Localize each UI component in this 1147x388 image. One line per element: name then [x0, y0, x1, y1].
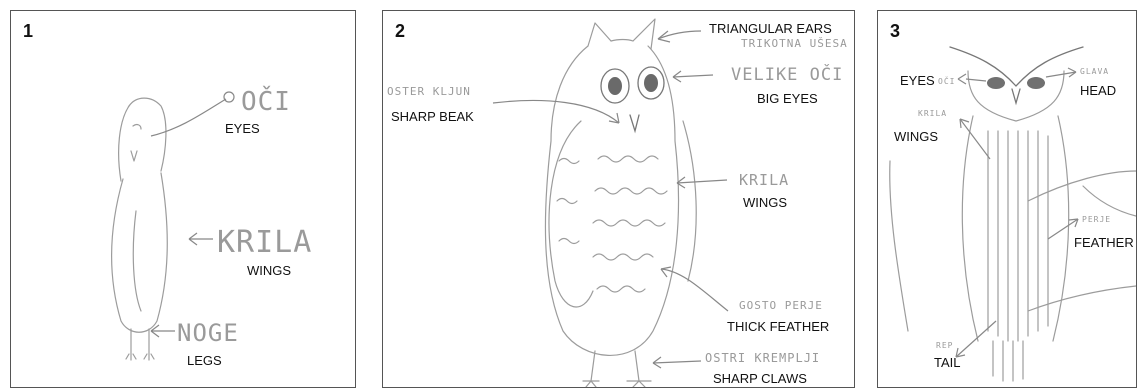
head-label: HEAD	[1080, 83, 1116, 98]
handwritten-tail-label: REP	[936, 341, 953, 350]
handwritten-head-label: GLAVA	[1080, 67, 1109, 76]
handwritten-feather-label: PERJE	[1082, 215, 1111, 224]
panel-number: 1	[23, 21, 33, 42]
eyes-label: EYES	[225, 121, 260, 136]
handwritten-eyes-label: VELIKE OČI	[731, 65, 843, 85]
drawing-panel-3: 3 EYES OČI GLAVA HEAD KRILA WINGS PERJE …	[877, 10, 1137, 388]
drawing-panel-2: 2 TRIANGULAR EARS TRIKOTNA UŠESA OSTER K…	[382, 10, 855, 388]
handwritten-feather-label: GOSTO PERJE	[739, 299, 823, 312]
big-eyes-label: BIG EYES	[757, 91, 818, 106]
wings-label: WINGS	[743, 195, 787, 210]
wings-label: WINGS	[247, 263, 291, 278]
handwritten-claws-label: OSTRI KREMPLJI	[705, 351, 820, 365]
feather-label: FEATHER	[1074, 235, 1134, 250]
wings-label: WINGS	[894, 129, 938, 144]
handwritten-wings-label: KRILA	[918, 109, 947, 118]
sharp-beak-label: SHARP BEAK	[391, 109, 474, 124]
legs-label: LEGS	[187, 353, 222, 368]
tail-label: TAIL	[934, 355, 961, 370]
sharp-claws-label: SHARP CLAWS	[713, 371, 807, 386]
handwritten-ears-label: TRIKOTNA UŠESA	[741, 37, 848, 50]
handwritten-wings-label: KRILA	[739, 171, 789, 189]
panel-number: 3	[890, 21, 900, 42]
panel-number: 2	[395, 21, 405, 42]
handwritten-eyes-label: OČI	[938, 77, 955, 86]
eyes-label: EYES	[900, 73, 935, 88]
handwritten-wings-label: KRILA	[217, 225, 312, 260]
triangular-ears-label: TRIANGULAR EARS	[709, 21, 832, 36]
handwritten-legs-label: NOGE	[177, 319, 239, 347]
drawing-panel-1: 1 OČI EYES KRILA WINGS NOGE LEGS	[10, 10, 356, 388]
thick-feather-label: THICK FEATHER	[727, 319, 829, 334]
handwritten-beak-label: OSTER KLJUN	[387, 85, 471, 98]
handwritten-eyes-label: OČI	[241, 87, 291, 117]
